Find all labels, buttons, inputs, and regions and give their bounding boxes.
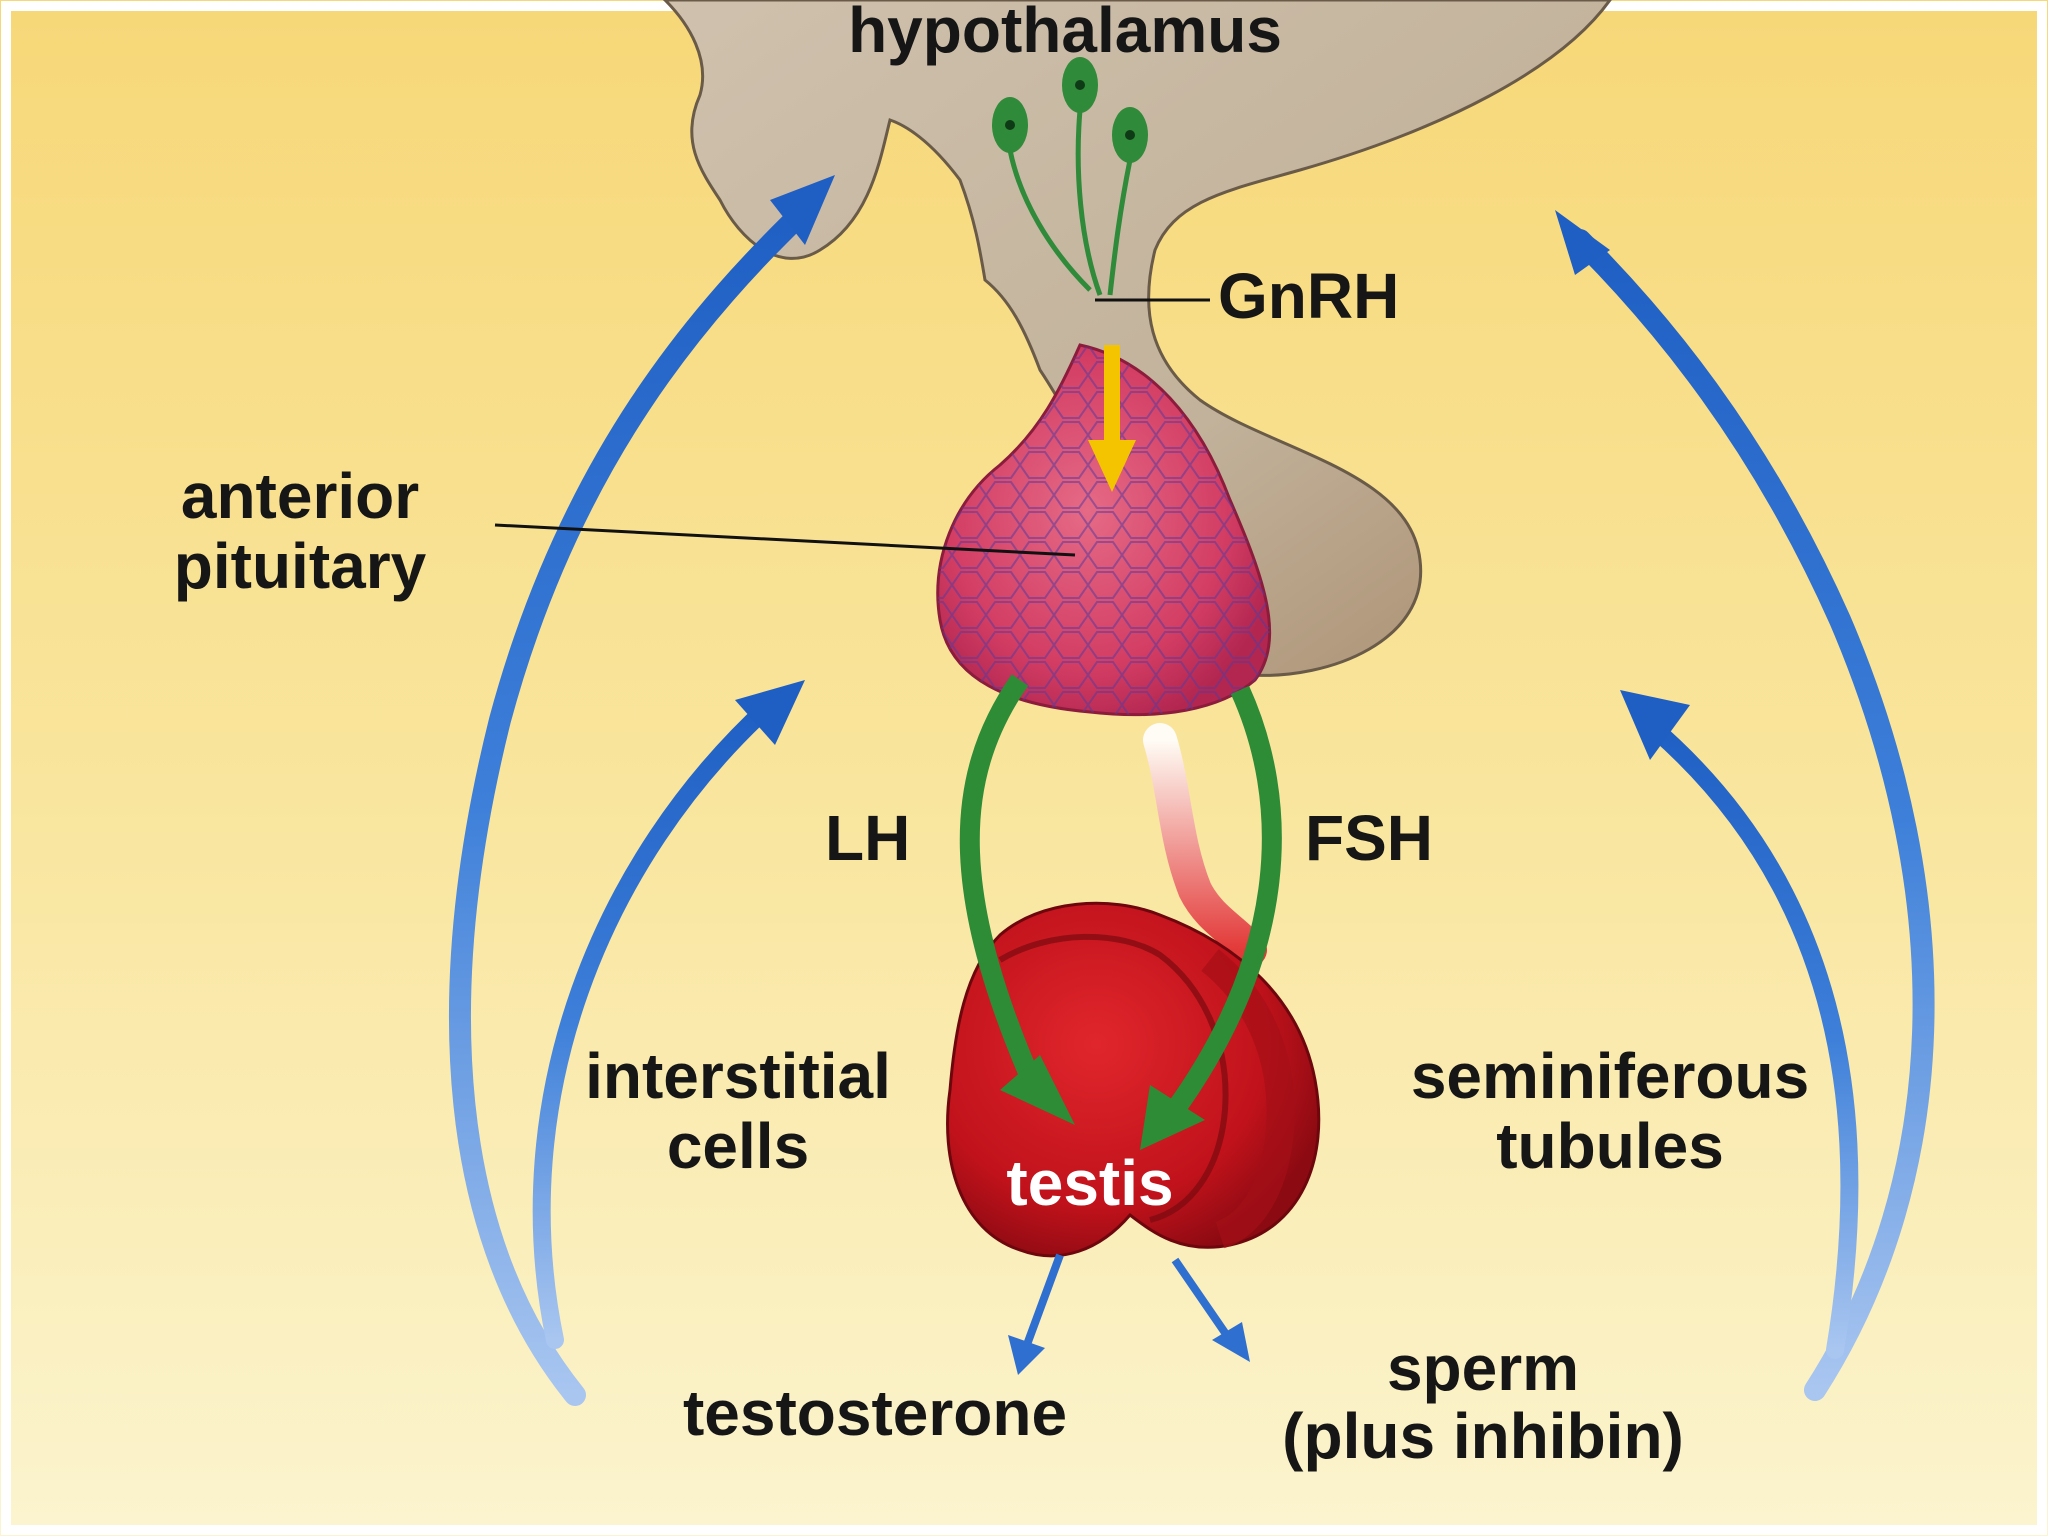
interstitial-cells-label-line1: interstitial xyxy=(585,1040,891,1112)
gnrh-neurons xyxy=(992,57,1148,296)
testis-label: testis xyxy=(1006,1147,1173,1219)
sperm-arrow xyxy=(1171,1257,1250,1362)
fsh-label: FSH xyxy=(1305,802,1433,874)
anterior-pituitary-label-line2: pituitary xyxy=(174,530,427,602)
feedback-arrow-right-inner xyxy=(1620,690,1859,1359)
lh-arrow xyxy=(959,674,1075,1125)
seminiferous-tubules-label-line2: tubules xyxy=(1496,1110,1724,1182)
sperm-label-line1: sperm xyxy=(1387,1332,1579,1404)
fsh-arrow xyxy=(1140,685,1282,1150)
hypothalamus-label: hypothalamus xyxy=(848,0,1282,66)
interstitial-cells-label-line2: cells xyxy=(667,1110,809,1182)
anterior-pituitary-label-line1: anterior xyxy=(181,460,419,532)
feedback-arrow-right-outer xyxy=(1555,210,1935,1401)
feedback-arrow-left-outer xyxy=(449,175,835,1406)
gnrh-label: GnRH xyxy=(1218,260,1399,332)
gnrh-arrow xyxy=(1088,345,1136,492)
lh-label: LH xyxy=(825,802,910,874)
testosterone-arrow xyxy=(1008,1253,1064,1375)
sperm-label-line2: (plus inhibin) xyxy=(1282,1400,1684,1472)
anterior-pituitary-gland xyxy=(936,343,1272,717)
fsh-vessel xyxy=(1143,723,1267,967)
feedback-arrow-left-inner xyxy=(532,680,805,1349)
testosterone-label: testosterone xyxy=(683,1377,1067,1449)
seminiferous-tubules-label-line1: seminiferous xyxy=(1411,1040,1809,1112)
anterior-pituitary-leader xyxy=(494,523,1076,557)
